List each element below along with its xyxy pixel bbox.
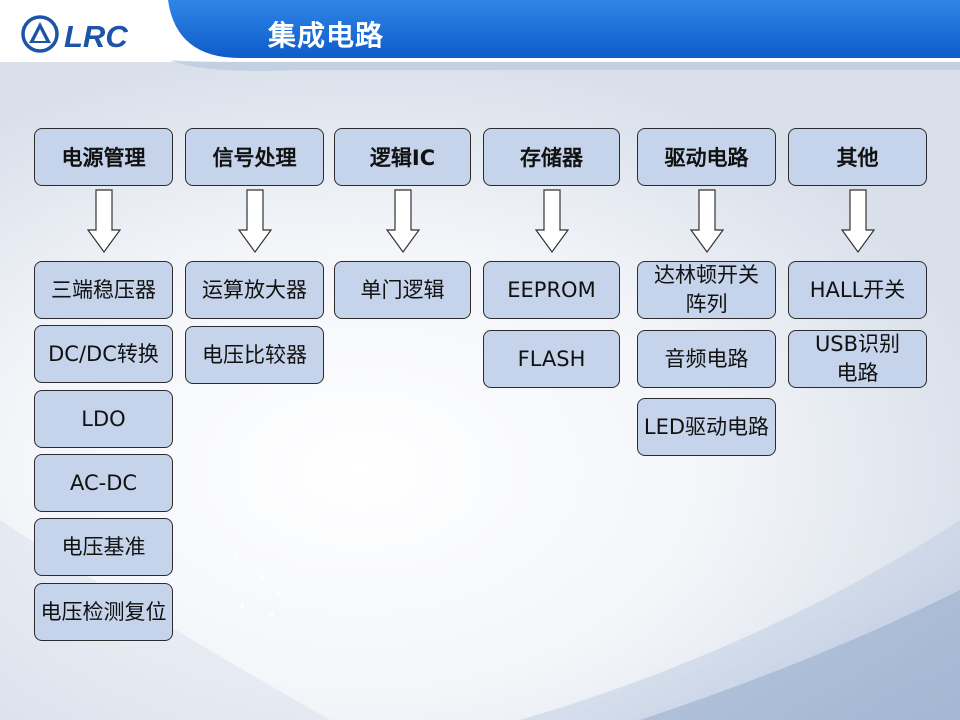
component-box: 音频电路 (637, 330, 776, 388)
component-label: 三端稳压器 (51, 277, 156, 302)
bottom-swoosh (520, 520, 960, 720)
decorative-birds (232, 552, 281, 617)
component-box: 运算放大器 (185, 261, 324, 319)
component-box: 电压检测复位 (34, 583, 173, 641)
component-label: FLASH (517, 346, 586, 371)
category-header: 逻辑IC (334, 128, 471, 186)
component-box: 电压基准 (34, 518, 173, 576)
component-box: 三端稳压器 (34, 261, 173, 319)
component-box: 电压比较器 (185, 326, 324, 384)
component-box: AC-DC (34, 454, 173, 512)
down-arrow-icon (86, 189, 121, 254)
category-header: 存储器 (483, 128, 620, 186)
component-label: DC/DC转换 (48, 341, 159, 366)
component-box: FLASH (483, 330, 620, 388)
component-label: LDO (81, 406, 126, 431)
component-box: HALL开关 (788, 261, 927, 319)
component-label: AC-DC (69, 470, 138, 495)
component-box: LED驱动电路 (637, 398, 776, 456)
down-arrow-icon (840, 189, 875, 254)
title-banner (168, 0, 960, 58)
component-label: LED驱动电路 (643, 414, 770, 439)
component-box: 单门逻辑 (334, 261, 471, 319)
component-label: HALL开关 (809, 277, 906, 302)
lrc-logo: LRC (20, 12, 160, 56)
component-label: 电压基准 (61, 534, 146, 559)
category-header: 其他 (788, 128, 927, 186)
component-label: 达林顿开关 阵列 (654, 263, 759, 316)
category-header: 电源管理 (34, 128, 173, 186)
component-label: 单门逻辑 (360, 277, 445, 302)
component-box: EEPROM (483, 261, 620, 319)
down-arrow-icon (237, 189, 272, 254)
category-header: 信号处理 (185, 128, 324, 186)
category-header: 驱动电路 (637, 128, 776, 186)
component-box: USB识别 电路 (788, 330, 927, 388)
logo-emblem-icon: LRC (21, 15, 128, 54)
component-label: EEPROM (507, 277, 596, 302)
down-arrow-icon (689, 189, 724, 254)
page-title: 集成电路 (268, 19, 385, 52)
logo-text: LRC (64, 19, 128, 54)
down-arrow-icon (385, 189, 420, 254)
component-label: 电压检测复位 (40, 599, 167, 624)
component-label: 音频电路 (664, 346, 749, 371)
component-box: DC/DC转换 (34, 325, 173, 383)
component-box: LDO (34, 390, 173, 448)
component-box: 达林顿开关 阵列 (637, 261, 776, 319)
component-label: USB识别 电路 (814, 332, 901, 385)
component-label: 运算放大器 (202, 277, 307, 302)
down-arrow-icon (534, 189, 569, 254)
component-label: 电压比较器 (202, 342, 307, 367)
